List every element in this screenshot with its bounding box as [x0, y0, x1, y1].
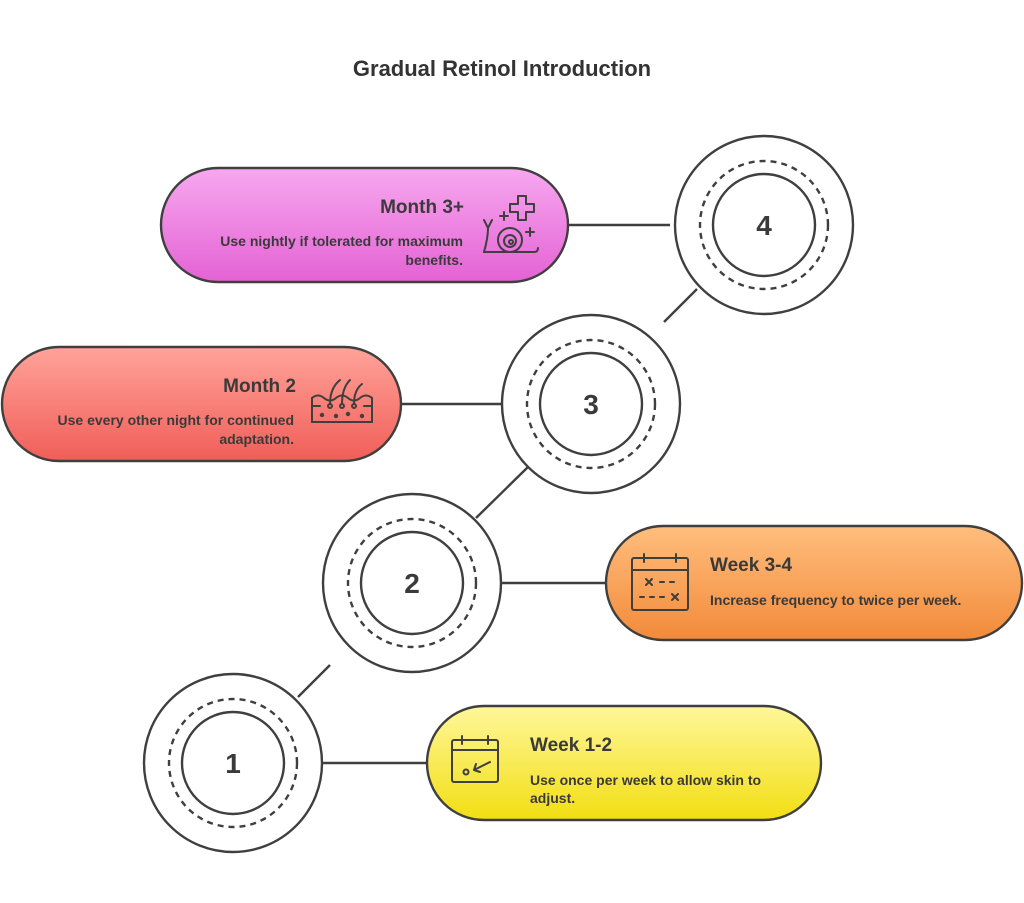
step-number: 2 — [404, 568, 420, 599]
step-circle-1: 1 — [142, 672, 324, 854]
step-number: 4 — [756, 210, 772, 241]
step-circle-4: 4 — [673, 134, 855, 316]
step-description-line-1: Use once per week to allow skin to — [530, 772, 761, 788]
step-pill — [0, 345, 403, 463]
step-month-3-plus: 4 Month 3+ Use nightly if tolerated for … — [159, 134, 855, 316]
dashed-ring — [698, 159, 830, 291]
inner-ring — [711, 172, 817, 278]
step-month-2: 3 Month 2 Use every other night for cont… — [0, 313, 682, 495]
step-circle-2: 2 — [321, 492, 503, 674]
dashed-ring — [346, 517, 478, 649]
connector-2-3 — [475, 465, 530, 519]
step-heading: Week 3-4 — [710, 555, 792, 576]
step-heading: Week 1-2 — [530, 735, 612, 756]
step-number: 1 — [225, 748, 241, 779]
diagram-title: Gradual Retinol Introduction — [353, 56, 651, 81]
skin-layers-icon — [311, 379, 373, 423]
step-heading: Month 2 — [223, 376, 296, 397]
step-description-line-1: Use every other night for continued — [58, 412, 294, 428]
step-pill — [604, 524, 1024, 642]
step-description-line-2: benefits. — [405, 252, 463, 268]
step-heading: Month 3+ — [380, 197, 464, 218]
inner-ring — [538, 351, 644, 457]
snail-plus-icon — [483, 195, 539, 253]
inner-ring — [359, 530, 465, 636]
connector-1-2 — [297, 664, 331, 698]
step-number: 3 — [583, 389, 599, 420]
calendar-arrow-icon — [451, 735, 499, 783]
dashed-ring — [167, 697, 299, 829]
connector-3-4 — [663, 288, 698, 323]
step-week-3-4: 2 Week 3-4 Increase frequency to twice p… — [321, 492, 1024, 674]
step-description-line-1: Use nightly if tolerated for maximum — [220, 233, 463, 249]
step-description-line-2: adjust. — [530, 790, 575, 806]
step-description-line-2: adaptation. — [219, 431, 294, 447]
step-pill — [425, 704, 823, 822]
dashed-ring — [525, 338, 657, 470]
step-circle-3: 3 — [500, 313, 682, 495]
step-pill — [159, 166, 570, 284]
step-week-1-2: 1 Week 1-2 Use once per week to allow sk… — [142, 672, 823, 854]
calendar-cross-icon — [631, 553, 689, 611]
inner-ring — [180, 710, 286, 816]
step-description-line-1: Increase frequency to twice per week. — [710, 592, 961, 608]
